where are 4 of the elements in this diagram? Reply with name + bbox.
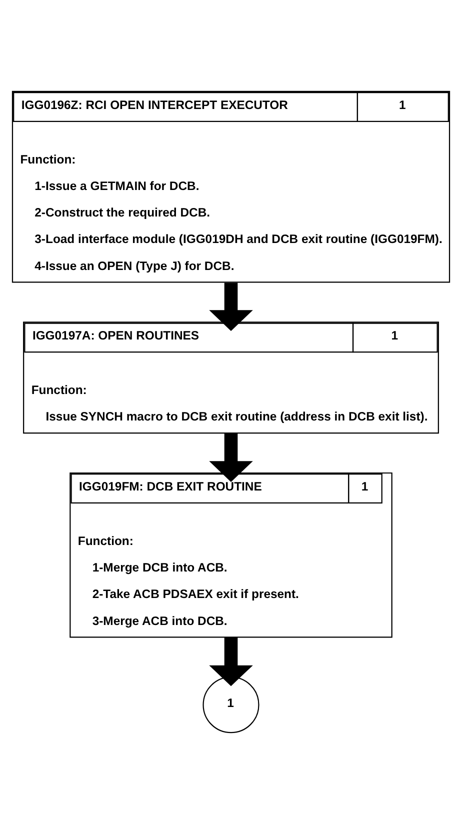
arrow	[209, 282, 253, 330]
node-circle: 1	[202, 676, 260, 733]
arrow	[209, 636, 253, 686]
arrow	[209, 432, 253, 482]
